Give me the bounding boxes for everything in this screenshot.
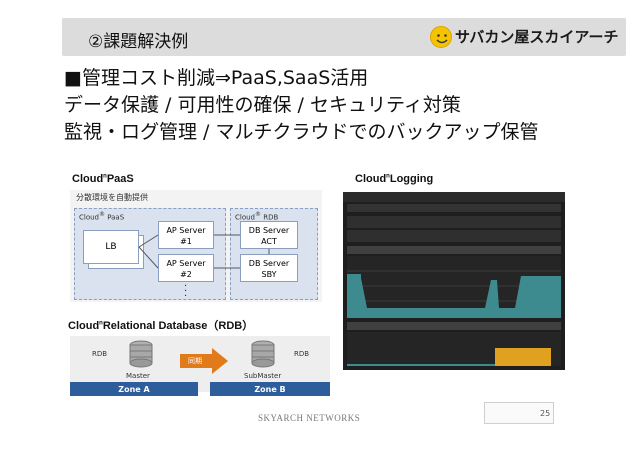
company-logo-text: サバカン屋スカイアーチ (455, 28, 619, 46)
ap-server-1: AP Server#1 (158, 221, 214, 249)
sync-arrow-icon (180, 348, 228, 374)
rdb-group-label: Cloud® RDB (235, 211, 279, 222)
heading-line-1: ■管理コスト削減⇒PaaS,SaaS活用 (64, 67, 369, 89)
graph-2-title-bar (347, 322, 561, 330)
rdb-tag-left: RDB (92, 350, 108, 358)
smile-logo-icon (430, 26, 452, 48)
submaster-db-icon (251, 340, 275, 368)
footer-company: SKYARCH NETWORKS (258, 413, 361, 423)
submaster-label: SubMaster (244, 372, 282, 380)
lb-box: LB (83, 230, 139, 264)
graph-1-title-bar (347, 246, 561, 254)
dashboard-summary-row (347, 216, 561, 228)
heading-line-3: 監視・ログ管理 / マルチクラウドでのバックアップ保管 (64, 121, 539, 143)
zone-a: Zone A (70, 382, 198, 396)
graph-2 (347, 332, 561, 366)
slide-title: ②課題解決例 (88, 32, 189, 52)
paas-diagram: 分散環境を自動提供 Cloud® PaaS Cloud® RDB LB AP S… (70, 190, 322, 302)
rdb-label: CloudnRelational Database（RDB） (68, 320, 254, 332)
graph-1 (347, 256, 561, 318)
dashboard-summary-row-2 (347, 230, 561, 242)
ap-server-2: AP Server#2 (158, 254, 214, 282)
dashboard-toolbar (347, 204, 561, 212)
paas-label: CloudnPaaS (72, 173, 134, 185)
page-number: 25 (540, 409, 551, 418)
sync-label: 同期 (188, 357, 202, 365)
zone-b: Zone B (210, 382, 330, 396)
paas-connectors (138, 234, 270, 269)
heading-line-2: データ保護 / 可用性の確保 / セキュリティ対策 (64, 94, 461, 116)
paas-subtitle: 分散環境を自動提供 (76, 193, 148, 202)
rdb-diagram: RDB RDB Master 同期 SubMaster Zone A Zone … (70, 336, 330, 402)
paas-group-label: Cloud® PaaS (79, 211, 125, 222)
dashboard-header (343, 192, 565, 202)
more-servers-ellipsis: ··· (184, 281, 188, 302)
logging-dashboard (343, 192, 565, 370)
master-label: Master (126, 372, 150, 380)
title-bar (62, 18, 626, 56)
rdb-tag-right: RDB (294, 350, 310, 358)
logging-label: CloudnLogging (355, 173, 434, 185)
master-db-icon (129, 340, 153, 368)
page-number-box (484, 402, 554, 424)
